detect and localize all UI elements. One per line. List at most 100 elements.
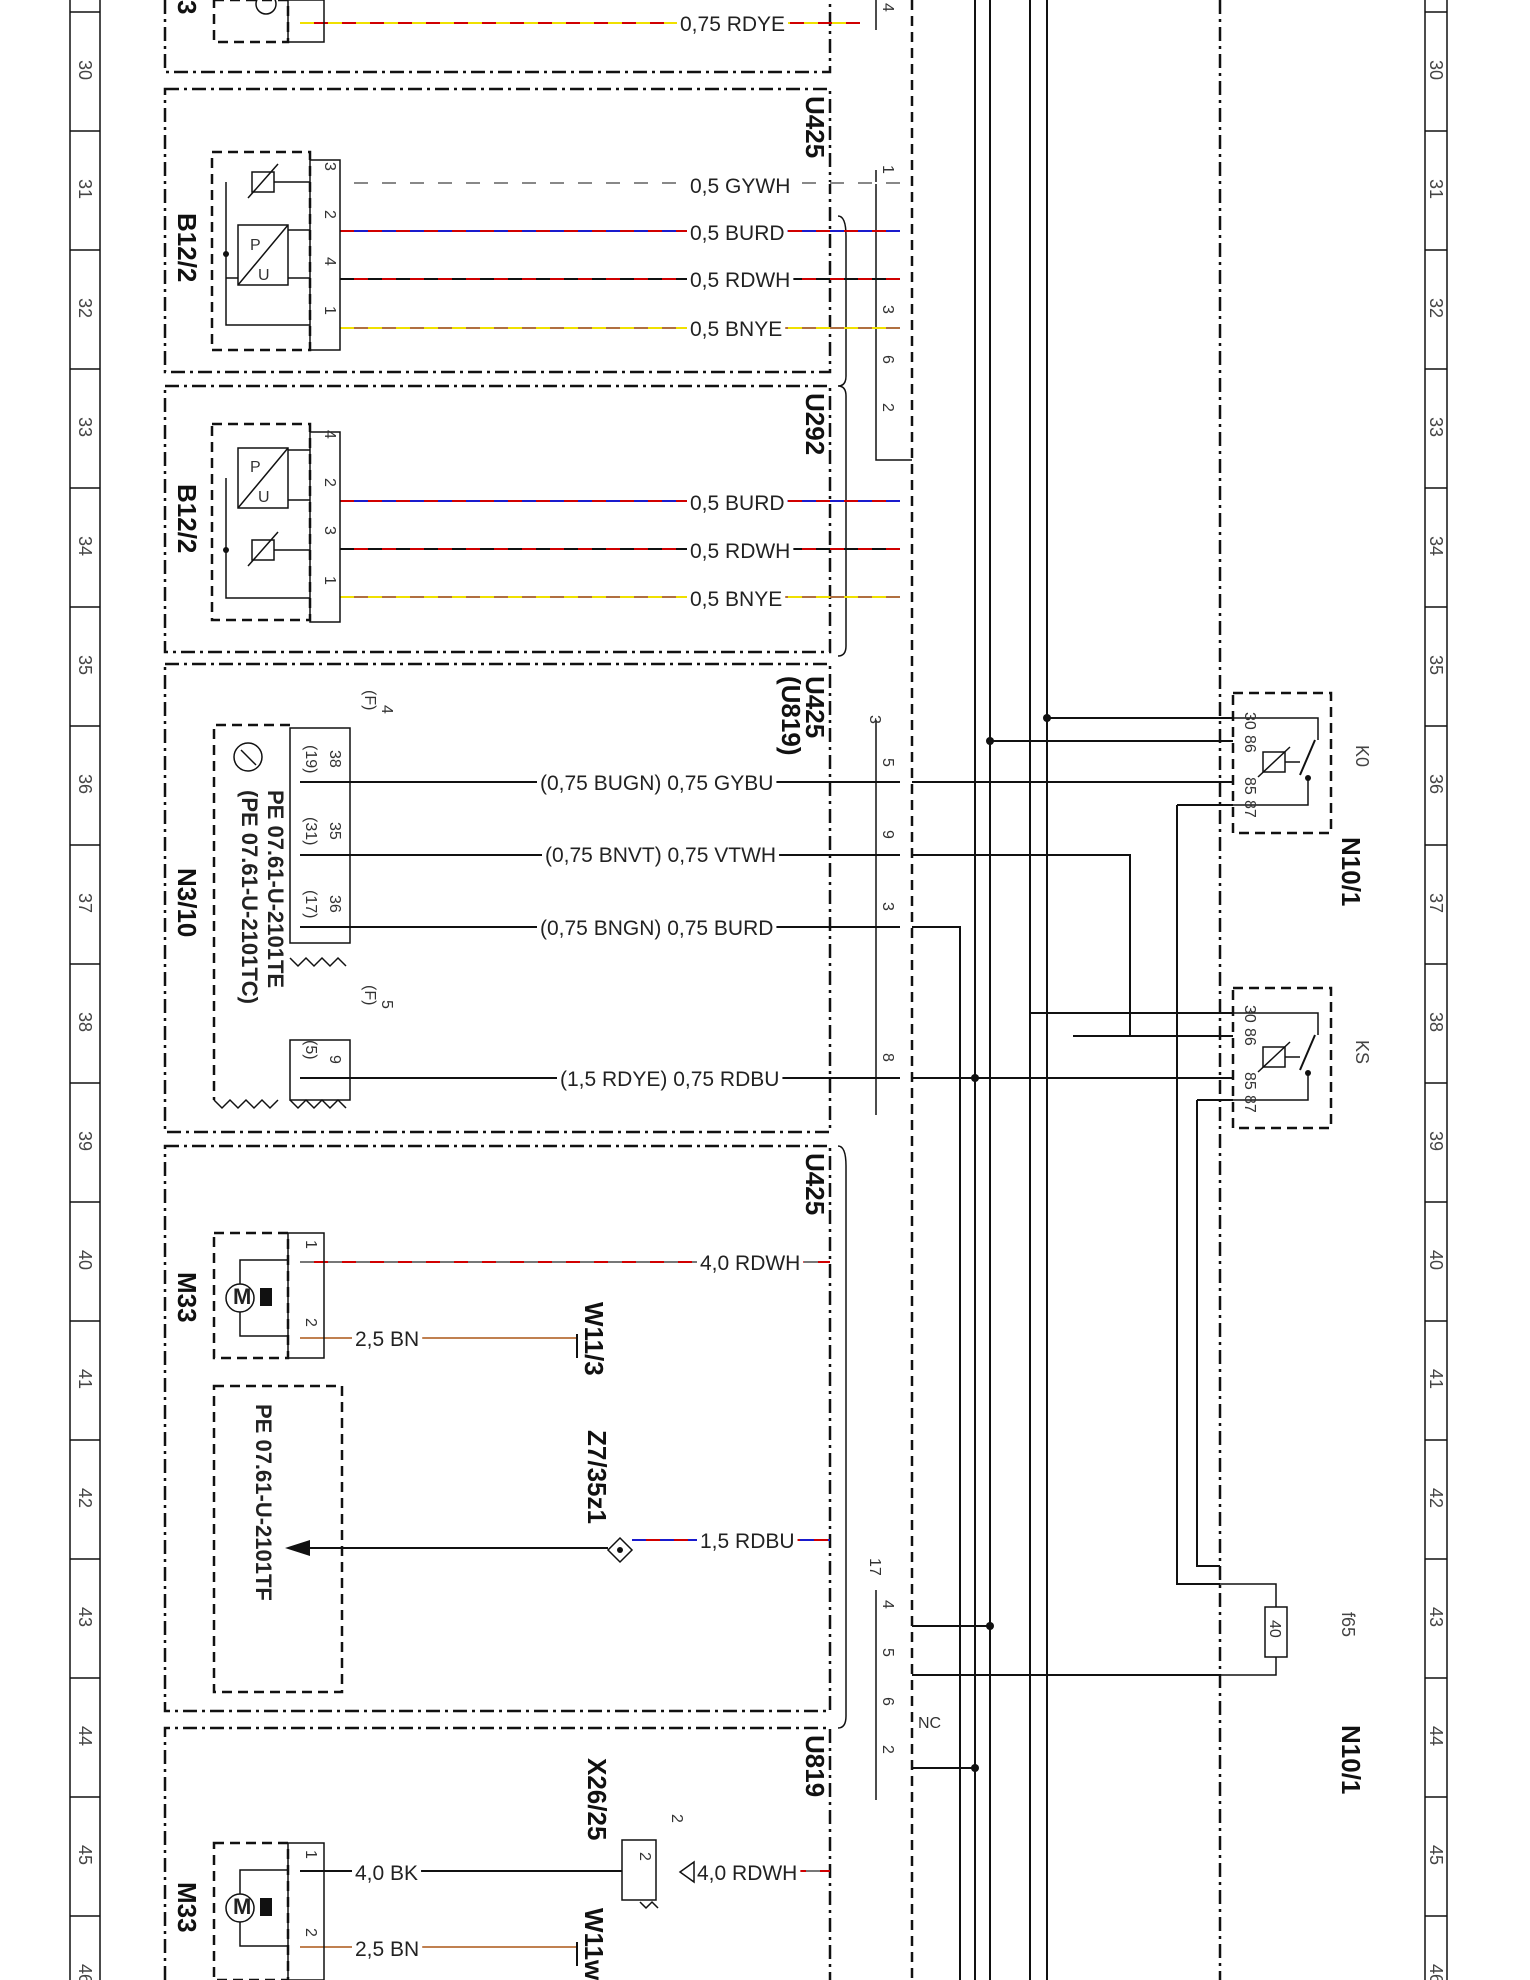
label-backdrop bbox=[687, 540, 794, 563]
ruler-number: 42 bbox=[75, 1488, 95, 1508]
wire-label: 2,5 BN bbox=[355, 1938, 419, 1961]
label-w11w2: W11w2 bbox=[579, 1908, 609, 1980]
pin-label: 1 bbox=[302, 1240, 319, 1249]
label-backdrop bbox=[697, 1252, 804, 1275]
svg-text:2: 2 bbox=[879, 403, 896, 412]
ruler-number: 38 bbox=[1426, 1012, 1446, 1032]
wire-label: 2,5 BN bbox=[355, 1328, 419, 1351]
wire-label: 4,0 RDWH bbox=[697, 1862, 797, 1885]
label-backdrop bbox=[687, 318, 786, 341]
label-relay-k0: K0 bbox=[1352, 745, 1372, 767]
wire-label: (0,75 BUGN) 0,75 GYBU bbox=[540, 772, 773, 795]
wire-label: 0,5 BURD bbox=[690, 222, 785, 245]
ruler-number: 36 bbox=[75, 774, 95, 794]
ruler-number: 43 bbox=[75, 1607, 95, 1627]
ruler-number: 35 bbox=[1426, 655, 1446, 675]
label-backdrop bbox=[537, 772, 777, 795]
ruler-number: 34 bbox=[75, 536, 95, 556]
svg-text:5: 5 bbox=[879, 1648, 896, 1657]
ruler-number: 31 bbox=[75, 179, 95, 199]
ruler-number: 44 bbox=[75, 1726, 95, 1746]
connector-x26-25 bbox=[621, 1839, 695, 1910]
note-f: (F) bbox=[361, 690, 378, 710]
section-label-u819: U819 bbox=[800, 1735, 830, 1797]
ruler-number: 37 bbox=[75, 893, 95, 913]
svg-text:5: 5 bbox=[879, 758, 896, 767]
pin-label: 1 bbox=[321, 306, 338, 315]
wire-label: (0,75 BNVT) 0,75 VTWH bbox=[545, 844, 776, 867]
pin-label: 3 bbox=[321, 162, 338, 171]
ruler-number: 37 bbox=[1426, 893, 1446, 913]
pin-label: 9 bbox=[326, 1055, 343, 1064]
relay-k0 bbox=[1231, 691, 1333, 835]
ruler-number: 35 bbox=[75, 655, 95, 675]
svg-text:6: 6 bbox=[879, 355, 896, 364]
wire-label: 0,75 RDYE bbox=[680, 13, 785, 36]
wire-label: 4,0 RDWH bbox=[700, 1252, 800, 1275]
label-backdrop bbox=[697, 1530, 798, 1553]
pin-label: 38 bbox=[326, 750, 343, 768]
wire-label: 0,5 GYWH bbox=[690, 175, 790, 198]
label-backdrop bbox=[352, 1938, 423, 1961]
control-unit-n3-10 bbox=[212, 723, 351, 1110]
label-n10-1-top: N10/1 bbox=[1336, 837, 1366, 906]
label-backdrop bbox=[687, 588, 786, 611]
fuse-f65 bbox=[1220, 1583, 1288, 1676]
label-backdrop bbox=[557, 1068, 783, 1091]
motor-m33-top bbox=[212, 1231, 325, 1360]
n3-connections bbox=[912, 781, 1233, 1980]
pu-label: U bbox=[258, 489, 270, 506]
ruler-number: 33 bbox=[75, 417, 95, 437]
label-n10-1-bottom: N10/1 bbox=[1336, 1725, 1366, 1794]
ruler-number: 40 bbox=[75, 1250, 95, 1270]
section-label-u425: U425 bbox=[800, 96, 830, 158]
left-ruler bbox=[69, 0, 101, 1980]
pin-label: 86 bbox=[1241, 735, 1258, 753]
section-box-top bbox=[163, 0, 832, 74]
label-b12-2-top: B12/2 bbox=[172, 213, 202, 282]
label-backdrop bbox=[537, 917, 777, 940]
wire-label: 4,0 BK bbox=[355, 1862, 418, 1885]
svg-text:3: 3 bbox=[879, 305, 896, 314]
label-backdrop bbox=[687, 269, 794, 292]
wire-label: 0,5 BURD bbox=[690, 492, 785, 515]
svg-text:4: 4 bbox=[879, 3, 896, 12]
connector-brackets bbox=[837, 0, 912, 1800]
pin-label: 2 bbox=[302, 1928, 319, 1937]
sensor-b12-2-top: P U bbox=[210, 150, 341, 352]
section-box-u425 bbox=[163, 87, 832, 374]
label-backdrop bbox=[677, 13, 789, 36]
ruler-number: 30 bbox=[75, 60, 95, 80]
pin-label: 3 bbox=[321, 526, 338, 535]
sensor-b12-2-bottom bbox=[210, 422, 341, 623]
motor-symbol: M bbox=[233, 1894, 251, 1919]
pin-label: 2 bbox=[321, 210, 338, 219]
section-label-u819-sub: (U819) bbox=[776, 676, 806, 755]
ruler-number: 33 bbox=[1426, 417, 1446, 437]
right-ruler bbox=[1424, 0, 1448, 1980]
label-fuse-f65: f65 bbox=[1338, 1612, 1358, 1637]
svg-text:U: U bbox=[258, 267, 270, 284]
ref-box-tf bbox=[212, 1384, 344, 1694]
relay-ks bbox=[1231, 986, 1333, 1130]
pin-label: 2 bbox=[321, 478, 338, 487]
ruler-number: 32 bbox=[75, 298, 95, 318]
pin-label: 1 bbox=[302, 1850, 319, 1859]
pin-label: 2 bbox=[668, 1814, 685, 1823]
wire-label: 1,5 RDBU bbox=[700, 1530, 795, 1553]
label-backdrop bbox=[694, 1862, 801, 1885]
ruler-number: 41 bbox=[75, 1369, 95, 1389]
wire-label: 0,5 BNYE bbox=[690, 318, 782, 341]
pin-label: 35 bbox=[326, 822, 343, 840]
label-backdrop bbox=[352, 1328, 423, 1351]
section-box-u819 bbox=[163, 1726, 832, 1980]
svg-text:6: 6 bbox=[879, 1697, 896, 1706]
svg-text:9: 9 bbox=[879, 830, 896, 839]
pin-label: 4 bbox=[321, 257, 338, 266]
ruler-number: 39 bbox=[75, 1131, 95, 1151]
svg-text:1: 1 bbox=[879, 165, 896, 174]
section-box-u425-motor bbox=[163, 1144, 832, 1713]
svg-text:2: 2 bbox=[879, 1745, 896, 1754]
svg-text:8: 8 bbox=[879, 1053, 896, 1062]
ruler-number: 44 bbox=[1426, 1726, 1446, 1746]
